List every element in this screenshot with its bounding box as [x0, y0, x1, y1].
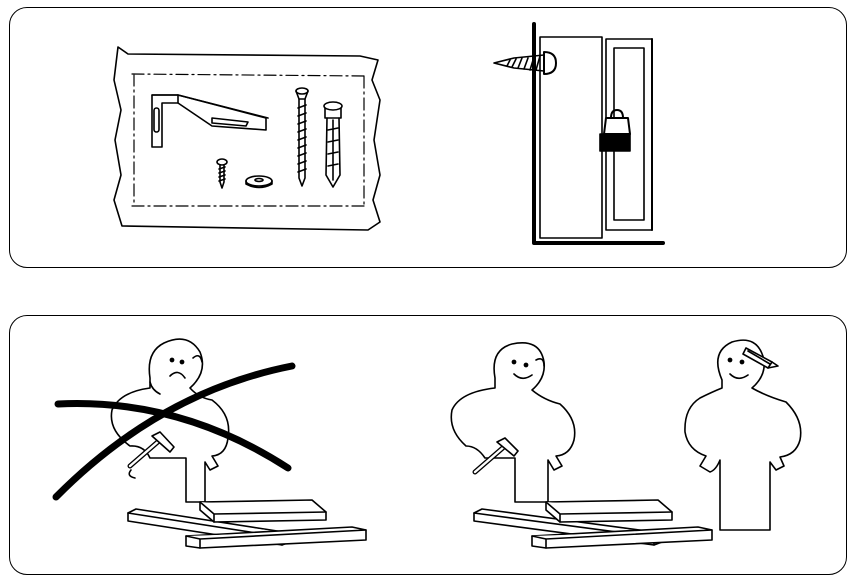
weight-icon [599, 109, 631, 152]
hammer-icon [472, 437, 519, 475]
one-person-crossed-out [52, 338, 367, 549]
planks-stack-right [473, 499, 713, 549]
washer-icon [245, 175, 273, 189]
planks-stack-left [127, 499, 367, 549]
pencil-icon [742, 347, 779, 369]
short-screw-icon [216, 158, 228, 189]
wall-fixing-detail [493, 22, 665, 245]
person-right [684, 339, 802, 531]
wall-line [532, 22, 665, 245]
two-people-approved [450, 339, 802, 549]
bracket-icon [151, 94, 269, 148]
wall-screw-icon [493, 51, 557, 75]
wall-plug-icon [323, 101, 343, 188]
long-screw-icon [295, 87, 309, 187]
hammer-icon [127, 431, 175, 479]
person-body [110, 338, 230, 503]
hardware-kit-bag [113, 46, 381, 231]
cross-icon [52, 362, 296, 501]
person-face [169, 354, 203, 379]
person-left [450, 342, 576, 503]
